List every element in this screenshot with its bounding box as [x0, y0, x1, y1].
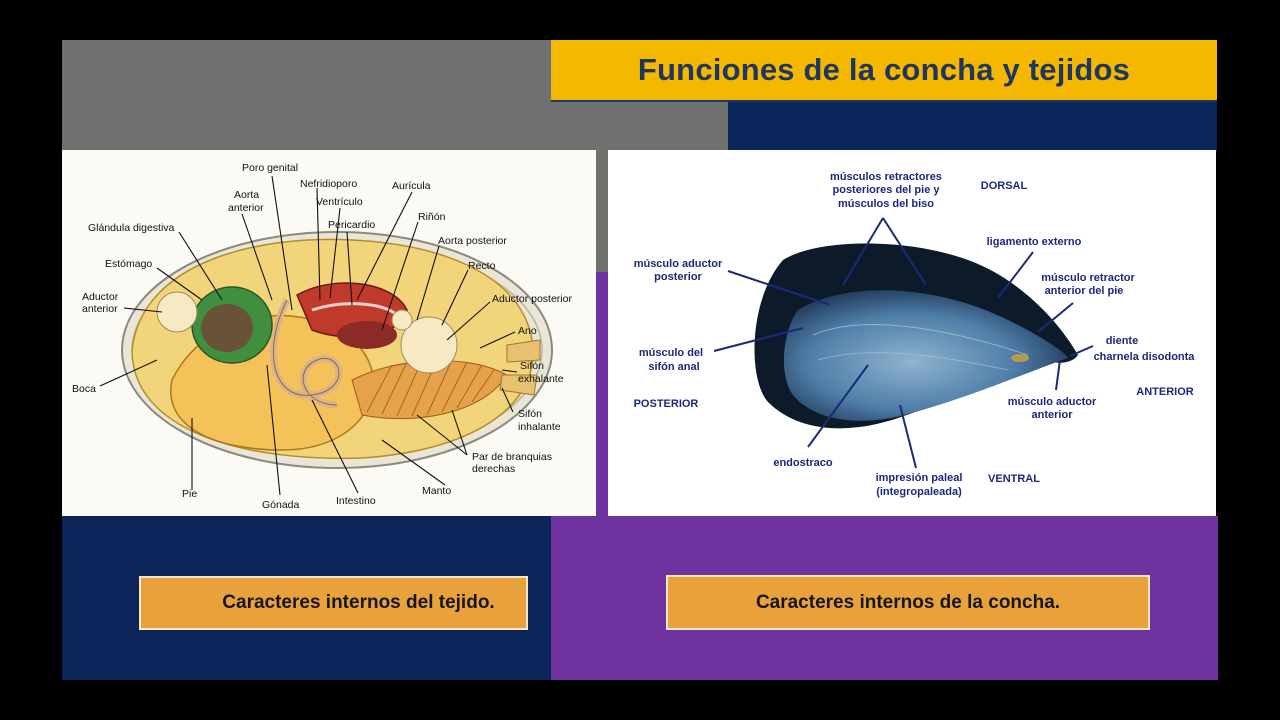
label-aorta-anterior-2: anterior — [228, 202, 264, 214]
label-aductor-posterior-2: posterior — [654, 271, 702, 283]
label-sifon-anal-1: músculo del — [639, 347, 703, 359]
title-banner: Funciones de la concha y tejidos — [551, 40, 1217, 102]
label-aductor-posterior: Aductor posterior — [492, 293, 572, 305]
navy-top-block — [728, 102, 1217, 152]
label-estomago: Estómago — [105, 258, 152, 270]
label-retractores-1: músculos retractores — [830, 171, 942, 183]
label-auricula: Aurícula — [392, 180, 431, 192]
label-pericardio: Pericardio — [328, 219, 375, 231]
label-sifon-exhalante-2: exhalante — [518, 373, 564, 385]
label-glandula-digestiva: Glándula digestiva — [88, 222, 175, 234]
tissue-anatomy-panel: Poro genital Nefridioporo Aurícula Aorta… — [62, 150, 596, 516]
label-aorta-posterior: Aorta posterior — [438, 235, 507, 247]
label-pie: Pie — [182, 488, 197, 500]
label-intestino: Intestino — [336, 495, 376, 507]
label-retractores-2: posteriores del pie y — [833, 184, 941, 196]
caption-tissue: Caracteres internos del tejido. — [139, 576, 528, 630]
label-ventral: VENTRAL — [988, 473, 1040, 485]
label-impresion-paleal-1: impresión paleal — [876, 472, 963, 484]
label-posterior: POSTERIOR — [634, 398, 699, 410]
label-sifon-inhalante-2: inhalante — [518, 421, 561, 433]
shell-anatomy-panel: músculos retractores posteriores del pie… — [608, 150, 1216, 516]
label-endostraco: endostraco — [773, 457, 833, 469]
tissue-anatomy-diagram: Poro genital Nefridioporo Aurícula Aorta… — [72, 162, 572, 511]
label-ligamento-externo: ligamento externo — [987, 236, 1082, 248]
label-sifon-exhalante-1: Sifón — [520, 360, 544, 372]
label-diente-2: charnela disodonta — [1094, 351, 1196, 363]
label-retractor-anterior-2: anterior del pie — [1045, 285, 1124, 297]
caption-shell-text: Caracteres internos de la concha. — [755, 591, 1061, 613]
caption-shell: Caracteres internos de la concha. — [666, 575, 1150, 630]
purple-side-block — [596, 272, 608, 520]
label-manto: Manto — [422, 485, 451, 497]
label-aductor-anterior-2: anterior — [82, 303, 118, 315]
label-aductor-anterior-1: Aductor — [82, 291, 119, 303]
caption-tissue-text: Caracteres internos del tejido. — [222, 592, 495, 613]
label-aductor-posterior-1: músculo aductor — [634, 258, 723, 270]
label-branquias-2: derechas — [472, 463, 515, 475]
label-retractor-anterior-1: músculo retractor — [1041, 272, 1135, 284]
label-boca: Boca — [72, 383, 96, 395]
label-gonada: Gónada — [262, 499, 300, 511]
label-recto: Recto — [468, 260, 496, 272]
gray-right-block — [596, 150, 608, 272]
shell-anatomy-diagram: músculos retractores posteriores del pie… — [634, 171, 1196, 498]
label-aorta-anterior-1: Aorta — [234, 189, 259, 201]
label-aductor-anterior-1: músculo aductor — [1008, 396, 1097, 408]
slide-title: Funciones de la concha y tejidos — [637, 52, 1131, 87]
label-sifon-anal-2: sifón anal — [648, 361, 699, 373]
label-retractores-3: músculos del biso — [838, 198, 934, 210]
label-dorsal: DORSAL — [981, 180, 1028, 192]
label-impresion-paleal-2: (integropaleada) — [876, 486, 962, 498]
label-diente-1: diente — [1106, 335, 1138, 347]
label-aductor-anterior-2: anterior — [1032, 409, 1074, 421]
label-nefridioporo: Nefridioporo — [300, 178, 357, 190]
label-poro-genital: Poro genital — [242, 162, 298, 174]
label-anterior: ANTERIOR — [1136, 386, 1194, 398]
label-ventriculo: Ventrículo — [316, 196, 363, 208]
label-ano: Ano — [518, 325, 537, 337]
label-rinon: Riñón — [418, 211, 446, 223]
label-branquias-1: Par de branquias — [472, 451, 552, 463]
label-sifon-inhalante-1: Sifón — [518, 408, 542, 420]
